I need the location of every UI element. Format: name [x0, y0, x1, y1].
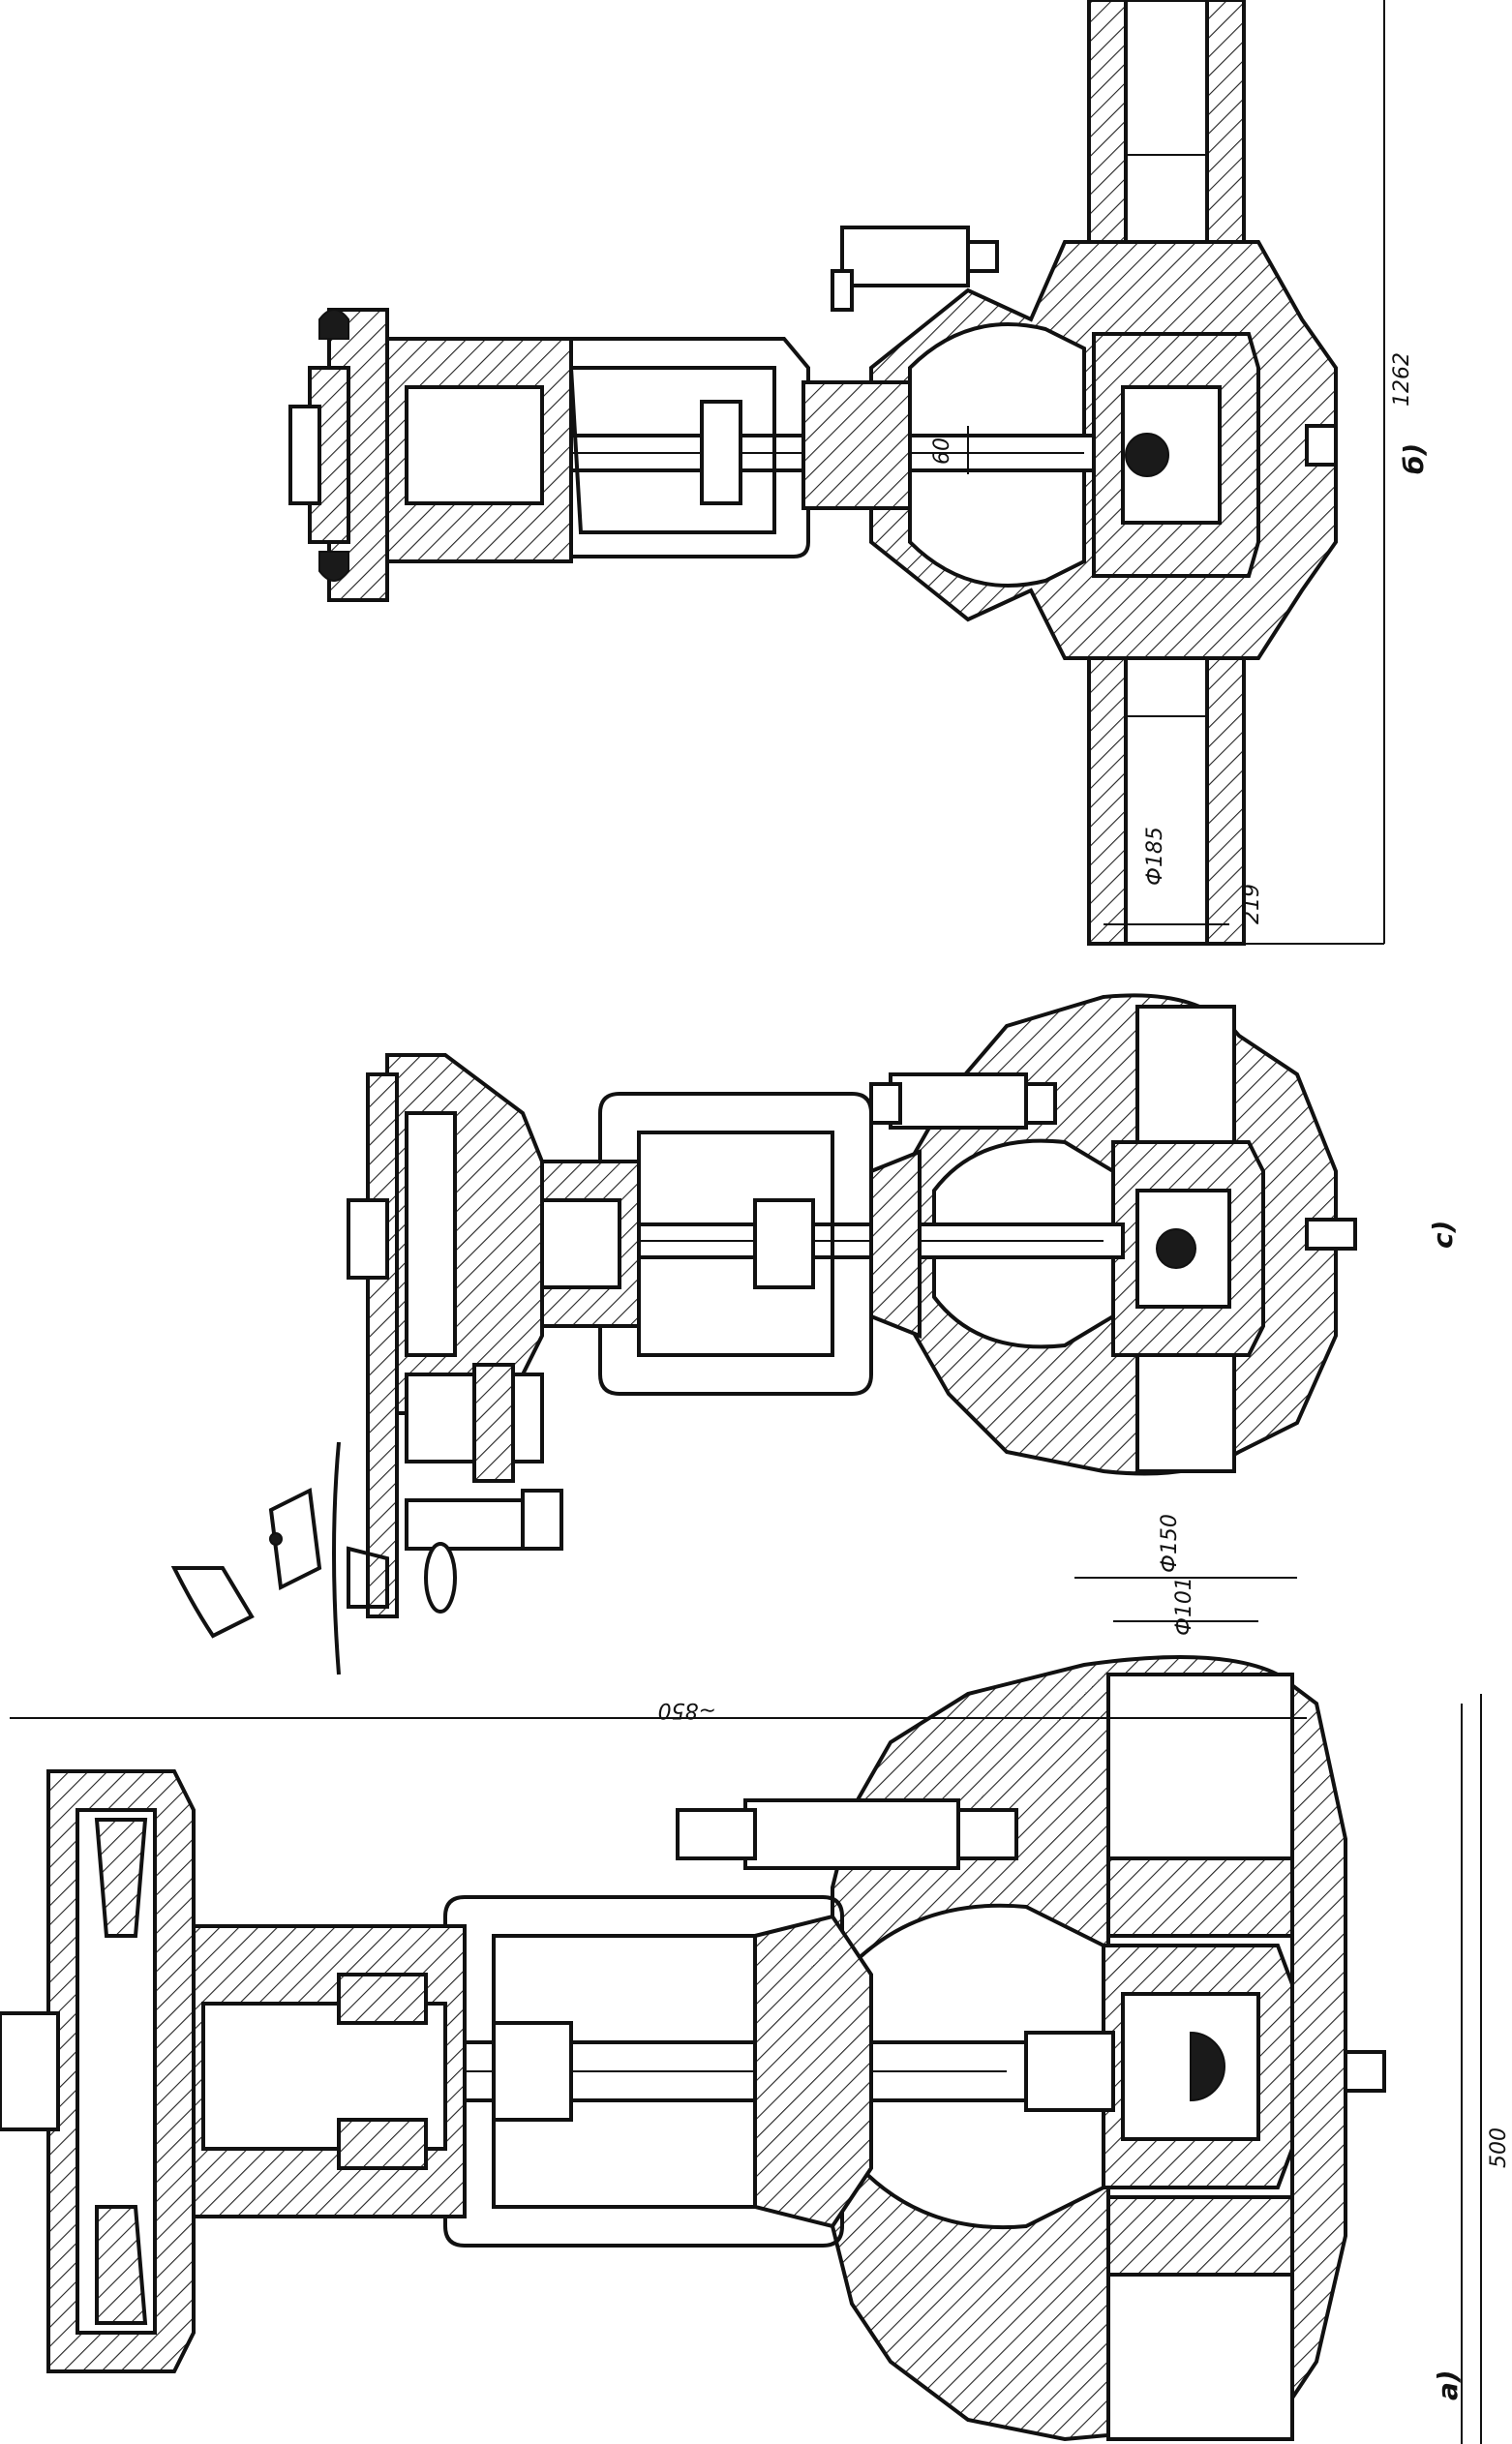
- bypass-bolt-b: [831, 226, 999, 312]
- valve-view-c: с): [170, 993, 1459, 1675]
- bonnet-a: [172, 1924, 467, 2218]
- dimension-lines-b: [967, 0, 1385, 945]
- valve-disc-b: [1092, 332, 1260, 578]
- view-label-c: с): [1427, 1221, 1459, 1249]
- view-label-a: а): [1432, 2369, 1464, 2400]
- valve-view-a: ~850 500 Ф150 Ф101 а): [0, 1514, 1511, 2444]
- dimension-219: 219: [1240, 884, 1264, 924]
- yoke-a: [443, 1895, 844, 2248]
- dimension-60: 60: [930, 438, 954, 465]
- side-actuator-c: [405, 1363, 563, 1614]
- dimension-phi101: Ф101: [1172, 1577, 1196, 1636]
- valve-view-b: б) 1262 Ф185 219 60: [288, 0, 1430, 946]
- valve-disc-c: [1111, 1140, 1265, 1357]
- dimension-phi150: Ф150: [1158, 1514, 1182, 1573]
- bypass-bolt-a: [676, 1798, 1018, 1870]
- dimension-850: ~850: [658, 1698, 716, 1722]
- gearbox-c: [347, 1053, 544, 1618]
- drain-plug-c: [1305, 1218, 1357, 1251]
- dimension-phi185: Ф185: [1143, 827, 1167, 886]
- dimension-1262: 1262: [1390, 352, 1414, 407]
- drain-plug-b: [1305, 424, 1338, 467]
- view-label-b: б): [1398, 443, 1430, 474]
- yoke-c: [598, 1092, 873, 1396]
- bonnet-b: [801, 380, 912, 510]
- dimension-lines-a: [10, 1577, 1482, 2444]
- drain-plug-a: [1344, 2050, 1386, 2093]
- dimension-500: 500: [1487, 2127, 1511, 2168]
- handwheel-b: [288, 308, 389, 602]
- gearbox-a: [0, 1769, 196, 2373]
- bypass-bolt-c: [869, 1072, 1057, 1130]
- handwheel-c: [170, 1441, 389, 1675]
